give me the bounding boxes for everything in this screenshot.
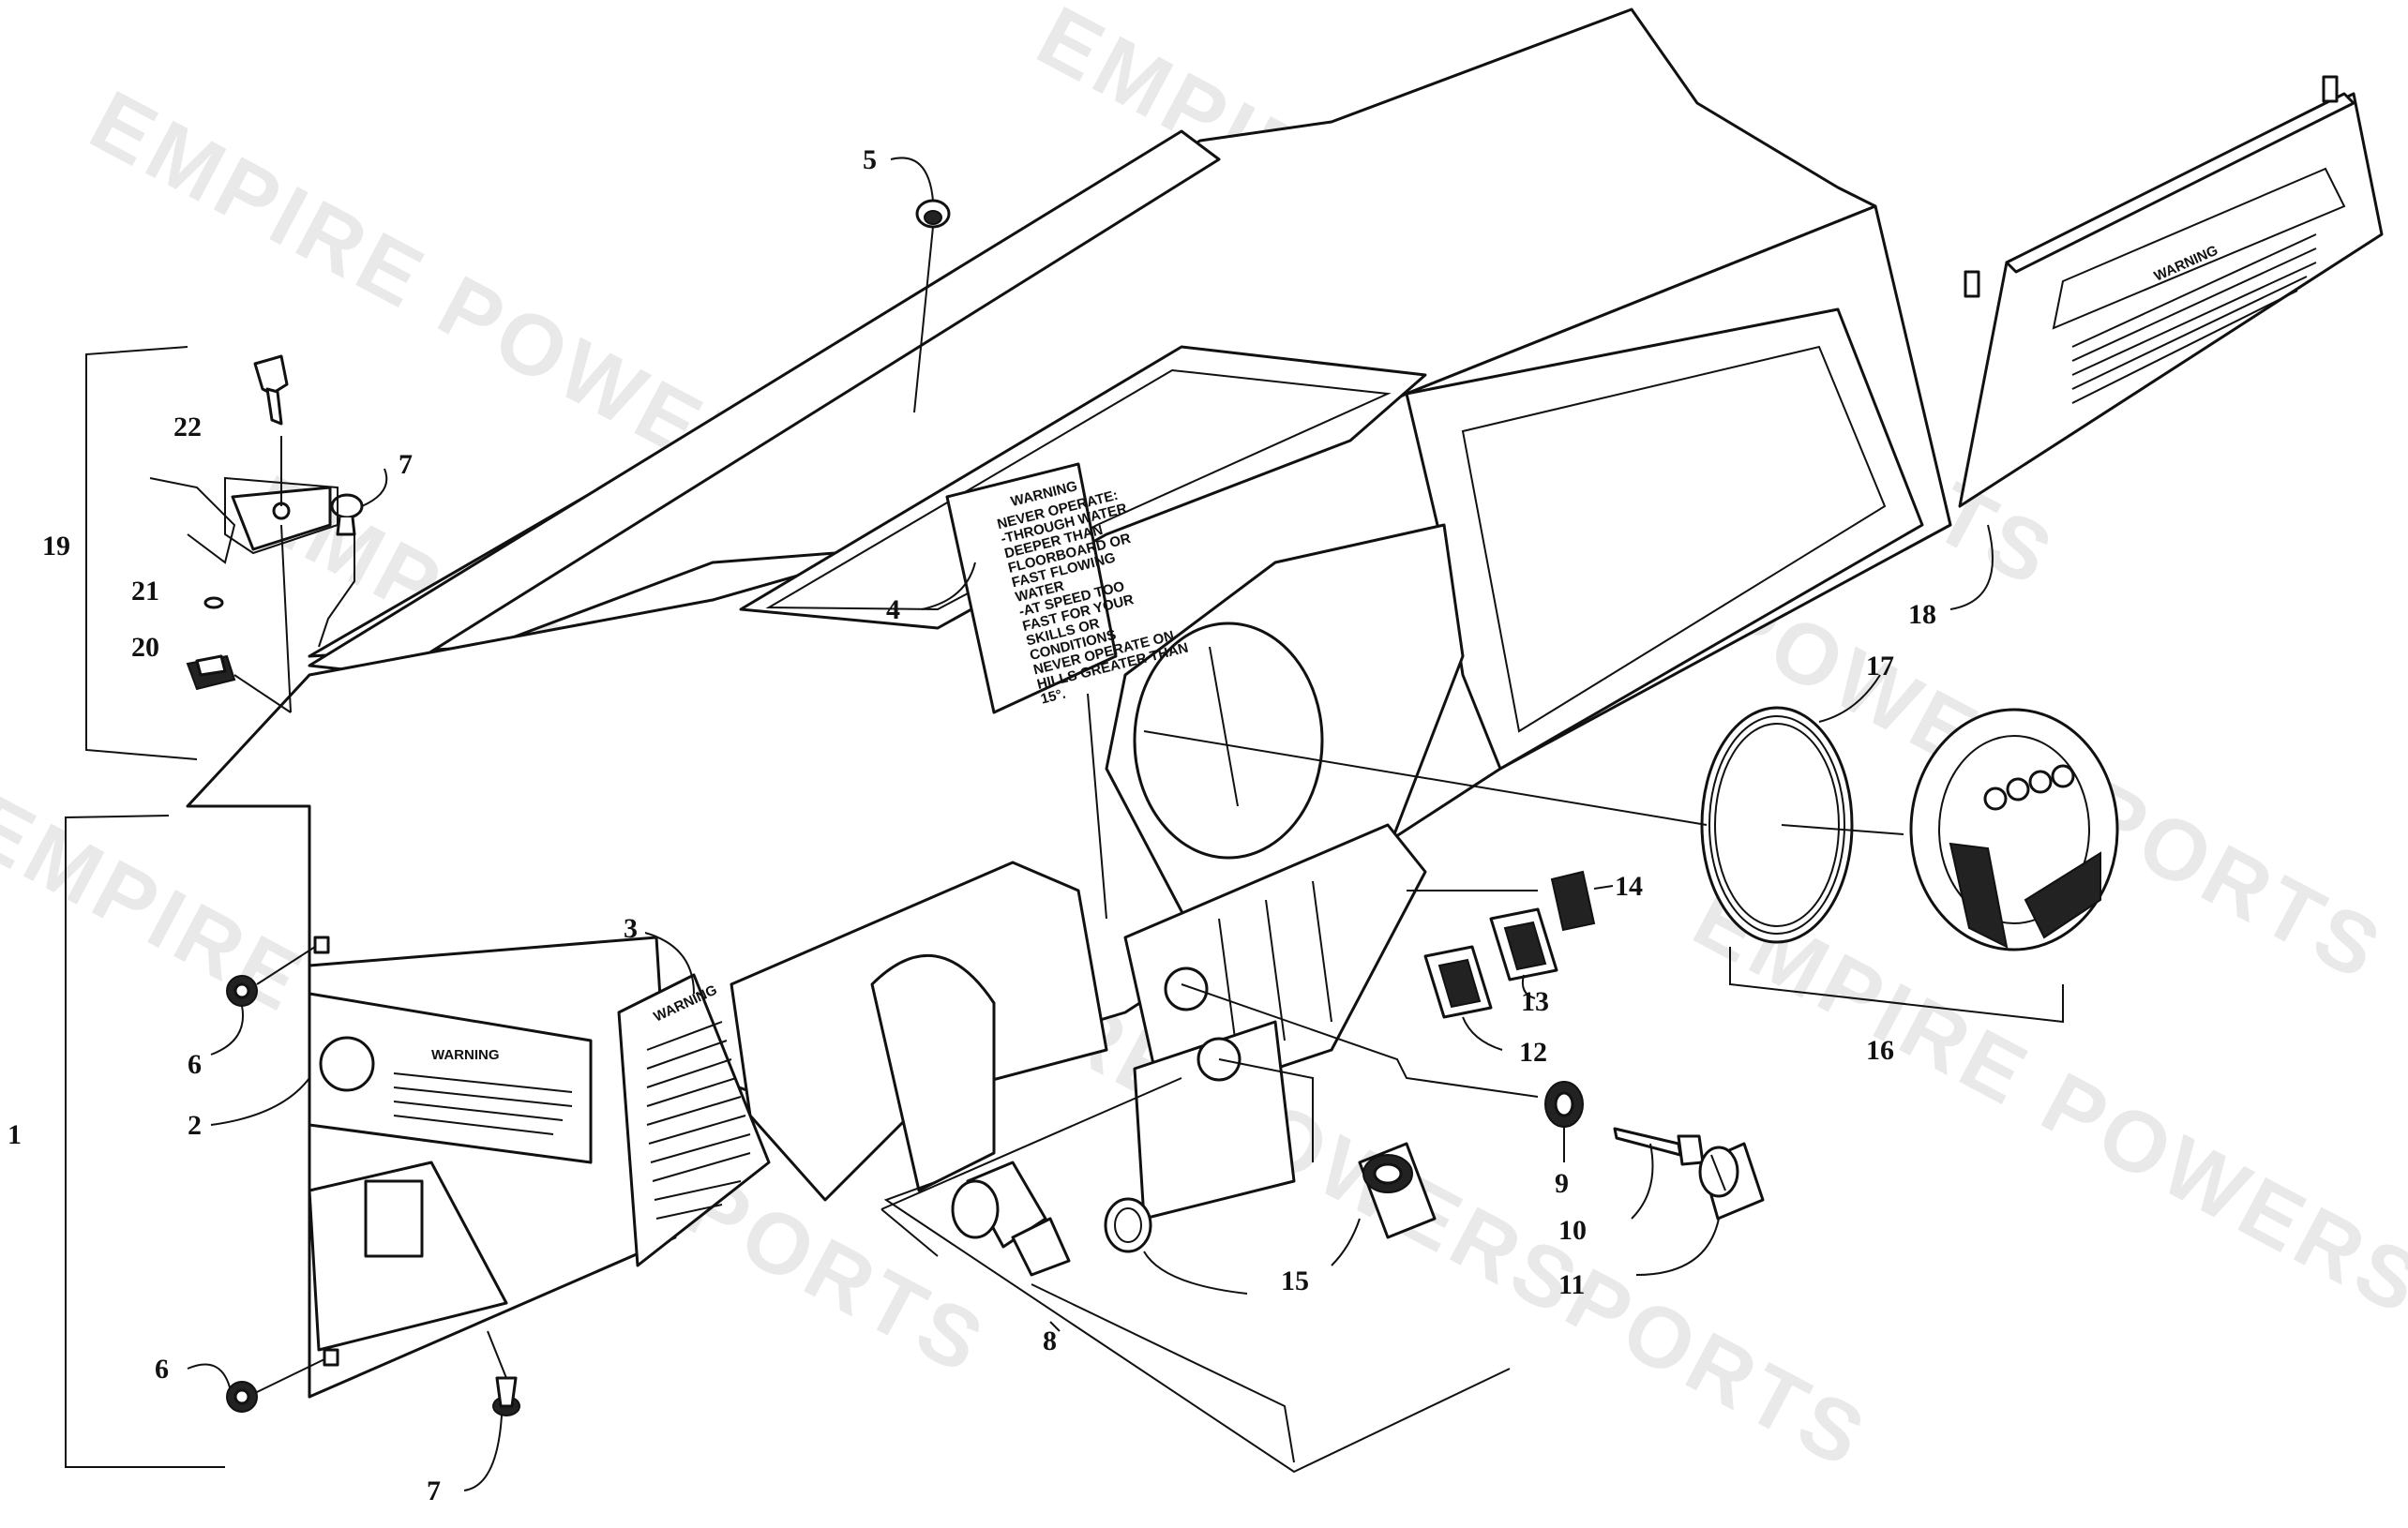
washer-part-21 [203, 596, 224, 609]
ignition-nut-part-9 [1544, 1081, 1584, 1128]
callout-5: 5 [863, 144, 877, 175]
callout-11: 11 [1558, 1269, 1585, 1300]
gauge-bezel-part-16 [1909, 708, 2119, 951]
rocker-switch-part-12 [1423, 945, 1493, 1019]
push-fastener-part-6-upper [226, 946, 316, 1007]
latch-assembly-part-19 [149, 436, 339, 713]
power-outlet-part-8 [951, 1161, 1071, 1277]
door-warning-title: WARNING [431, 1047, 500, 1063]
sun-visor: WARNING [1958, 75, 2384, 508]
callout-21: 21 [131, 576, 159, 607]
callout-22: 22 [173, 412, 202, 442]
callout-4: 4 [886, 594, 900, 625]
callout-6-lower: 6 [155, 1354, 169, 1385]
ignition-key-part-10 [1613, 1127, 1705, 1166]
callout-20: 20 [131, 632, 159, 663]
callout-12: 12 [1519, 1037, 1547, 1068]
callout-8: 8 [1043, 1326, 1057, 1356]
callout-13: 13 [1521, 986, 1549, 1017]
rivet-part-7-lower [487, 1330, 520, 1416]
hood-warning-line: 15°. [1039, 686, 1067, 708]
callout-15: 15 [1281, 1266, 1309, 1296]
door-warning-decal: WARNING [308, 992, 593, 1164]
callout-9: 9 [1555, 1168, 1569, 1199]
callout-3: 3 [624, 913, 638, 944]
callout-14: 14 [1615, 871, 1643, 902]
callout-10: 10 [1558, 1215, 1587, 1246]
ignition-knob-part-11 [1698, 1142, 1765, 1221]
latch-part-20 [186, 654, 292, 713]
callout-19: 19 [42, 531, 70, 562]
rocker-switch-part-13 [1489, 907, 1558, 981]
callout-18: 18 [1908, 599, 1936, 630]
callout-1: 1 [8, 1119, 22, 1150]
gauge-ring-part-17 [1700, 706, 1854, 944]
socket-part-15 [1358, 1142, 1437, 1239]
callout-numbers: 1 2 3 4 5 6 6 7 7 8 9 10 11 12 13 14 15 … [8, 144, 1936, 1506]
bracket-line-19 [85, 346, 198, 760]
key-part-22 [253, 354, 289, 426]
switch-blank-part-14 [1550, 870, 1596, 932]
callout-17: 17 [1866, 651, 1894, 682]
grommet-part-5 [913, 199, 951, 413]
callout-2: 2 [188, 1110, 202, 1141]
callout-6-upper: 6 [188, 1049, 202, 1080]
callout-7-lower: 7 [427, 1476, 441, 1506]
dashboard-housing [186, 7, 1952, 1399]
rivet-part-7-upper [318, 493, 364, 648]
side-warning-decal: WARNING [617, 973, 771, 1267]
push-fastener-part-6-lower [226, 1358, 325, 1413]
callout-7-upper: 7 [399, 449, 413, 480]
leader-lines [65, 157, 2064, 1491]
callout-16: 16 [1866, 1035, 1894, 1066]
nut-part-15 [1104, 1197, 1152, 1253]
